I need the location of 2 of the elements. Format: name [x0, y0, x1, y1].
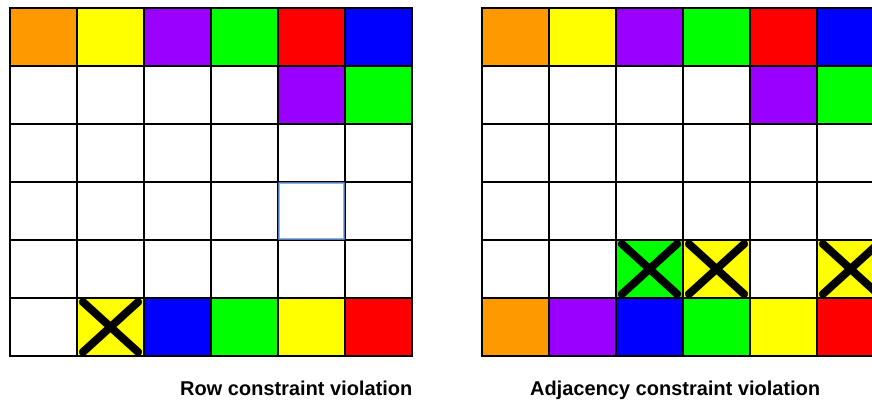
caption: Adjacency constraint violation [530, 378, 820, 401]
caption: Row constraint violation [180, 378, 412, 401]
